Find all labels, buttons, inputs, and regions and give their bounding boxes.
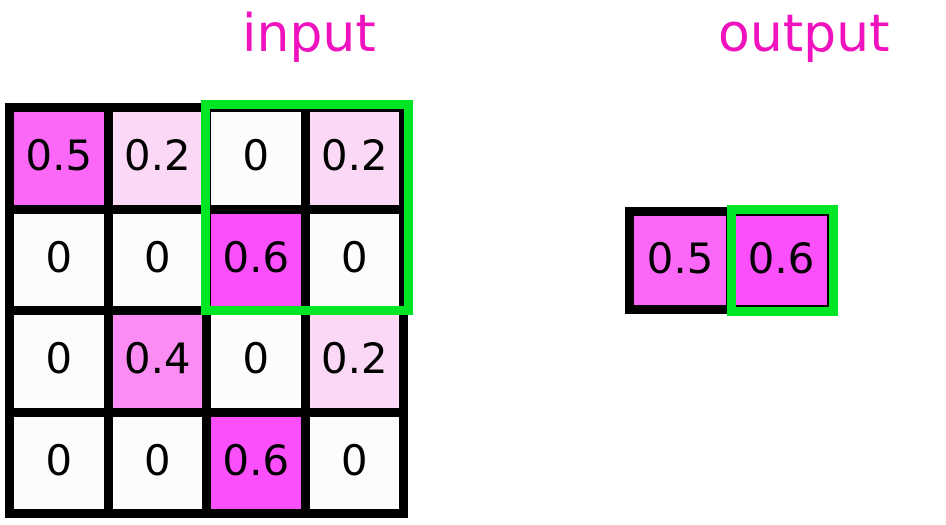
input-cell-r1-c3: 0	[211, 112, 301, 205]
input-cell-r2-c1: 0	[14, 213, 104, 306]
cell-value: 0.6	[222, 232, 290, 282]
input-cell-r2-c3: 0.6	[211, 213, 301, 306]
cell-value: 0.2	[320, 334, 388, 384]
output-cell-r1-c1: 0.5	[634, 216, 726, 305]
input-cell-r4-c2: 0	[112, 416, 202, 509]
cell-value: 0.2	[123, 131, 191, 181]
output-title: output	[718, 4, 890, 64]
output-cell-r1-c2: 0.6	[735, 216, 827, 305]
input-cell-r4-c4: 0	[309, 416, 399, 509]
input-cell-r3-c2: 0.4	[112, 315, 202, 408]
cell-value: 0.5	[25, 131, 93, 181]
input-cell-r4-c3: 0.6	[211, 416, 301, 509]
input-title: input	[242, 4, 376, 64]
input-cell-r1-c4: 0.2	[309, 112, 399, 205]
input-cell-r4-c1: 0	[14, 416, 104, 509]
input-cell-r3-c3: 0	[211, 315, 301, 408]
output-grid: 0.5 0.6	[625, 207, 836, 314]
cell-value: 0	[242, 334, 270, 384]
input-grid: 0.5 0.2 0 0.2 0 0 0.6 0 0 0.4 0 0.2 0 0 0.6 0	[5, 103, 408, 518]
cell-value: 0	[340, 435, 368, 485]
input-cell-r3-c1: 0	[14, 315, 104, 408]
input-cell-r1-c1: 0.5	[14, 112, 104, 205]
input-cell-r1-c2: 0.2	[112, 112, 202, 205]
input-cell-r2-c4: 0	[309, 213, 399, 306]
cell-value: 0.2	[320, 131, 388, 181]
cell-value: 0.4	[123, 334, 191, 384]
cell-value: 0	[45, 435, 73, 485]
cell-value: 0	[340, 232, 368, 282]
cell-value: 0	[45, 334, 73, 384]
cell-value: 0.5	[646, 233, 714, 283]
cell-value: 0	[45, 232, 73, 282]
input-cell-r3-c4: 0.2	[309, 315, 399, 408]
cell-value: 0	[143, 232, 171, 282]
cell-value: 0.6	[747, 233, 815, 283]
input-cell-r2-c2: 0	[112, 213, 202, 306]
cell-value: 0	[242, 131, 270, 181]
cell-value: 0	[143, 435, 171, 485]
cell-value: 0.6	[222, 435, 290, 485]
